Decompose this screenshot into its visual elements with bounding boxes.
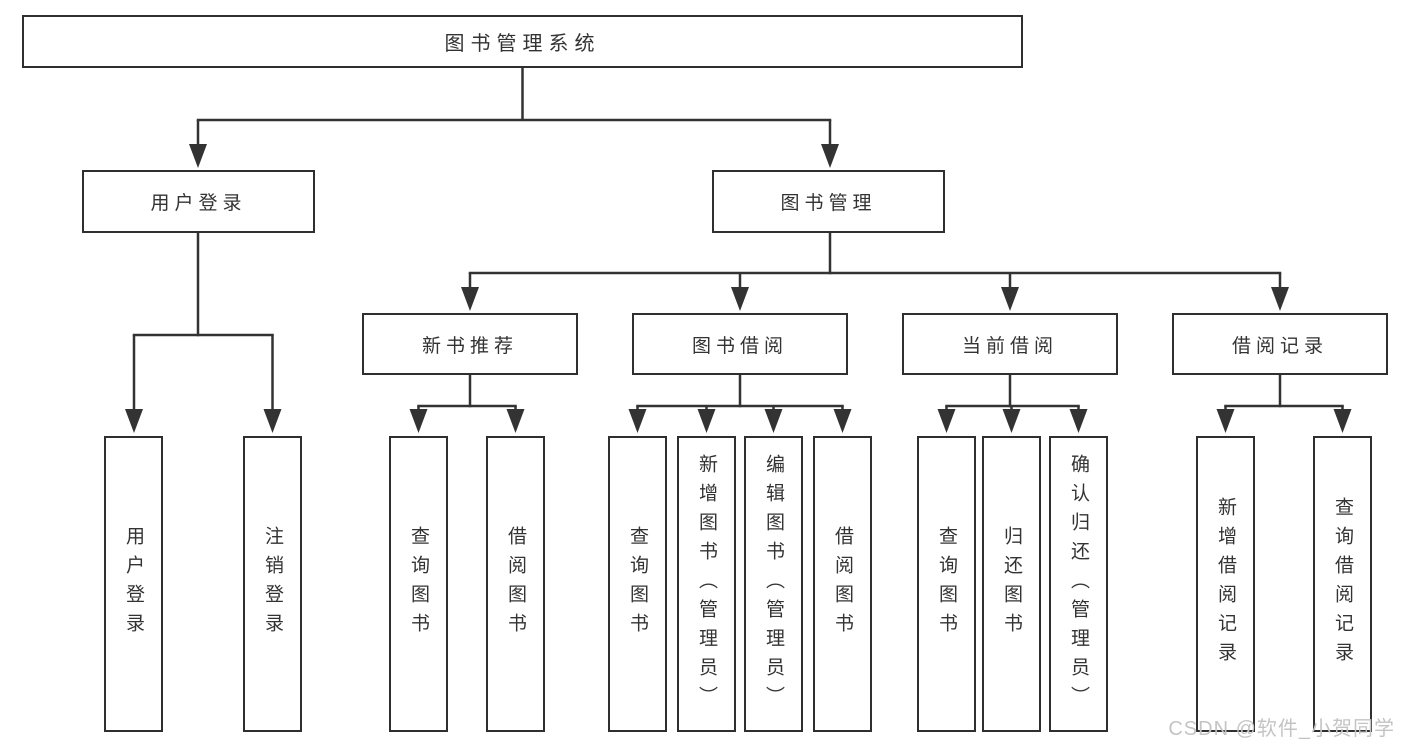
node-label: 新增借阅记录 — [1215, 497, 1236, 671]
leaf-query-books-newbook: 查询图书 — [389, 436, 448, 732]
node-label: 注销登录 — [262, 526, 283, 642]
csdn-watermark: CSDN @软件_小贺同学 — [1168, 718, 1395, 740]
leaf-logout: 注销登录 — [243, 436, 302, 732]
leaf-edit-book-admin: 编辑图书（管理员） — [744, 436, 803, 732]
leaf-add-borrow-record: 新增借阅记录 — [1196, 436, 1255, 732]
arrowhead — [189, 144, 207, 168]
leaf-query-borrow-record: 查询借阅记录 — [1313, 436, 1372, 732]
arrowhead — [821, 144, 839, 168]
leaf-confirm-return-admin: 确认归还（管理员） — [1049, 436, 1108, 732]
node-label: 当前借阅 — [961, 335, 1058, 357]
arrowhead — [833, 409, 852, 433]
node-borrow-records: 借阅记录 — [1172, 313, 1388, 375]
node-label: 查询图书 — [408, 526, 429, 642]
arrowhead — [263, 409, 282, 433]
leaf-user-login: 用户登录 — [104, 436, 163, 732]
node-label: 借阅图书 — [832, 526, 853, 642]
node-label: 确认归还（管理员） — [1068, 453, 1089, 715]
arrowhead — [1002, 409, 1021, 433]
node-book-management: 图书管理 — [712, 170, 945, 233]
arrowhead — [1216, 409, 1235, 433]
leaf-borrow-books-borrow: 借阅图书 — [813, 436, 872, 732]
arrowhead — [1069, 409, 1088, 433]
node-label: 用户登录 — [123, 526, 144, 642]
node-label: 用户登录 — [150, 193, 247, 214]
node-label: 查询图书 — [627, 526, 648, 642]
leaf-query-books-current: 查询图书 — [917, 436, 976, 732]
arrowhead — [697, 409, 716, 433]
arrowhead — [1271, 287, 1289, 311]
node-user-login: 用户登录 — [82, 170, 315, 233]
connector-arrowheads — [125, 144, 1352, 433]
node-label: 编辑图书（管理员） — [763, 453, 784, 715]
leaf-query-books-borrow: 查询图书 — [608, 436, 667, 732]
node-label: 查询借阅记录 — [1332, 497, 1353, 671]
node-root: 图书管理系统 — [22, 15, 1023, 68]
arrowhead — [409, 409, 428, 433]
leaf-add-book-admin: 新增图书（管理员） — [677, 436, 736, 732]
node-label: 图书管理系统 — [444, 33, 601, 55]
node-new-book-recommend: 新书推荐 — [362, 313, 578, 375]
node-current-borrow: 当前借阅 — [902, 313, 1118, 375]
node-label: 借阅图书 — [505, 526, 526, 642]
leaf-return-book: 归还图书 — [982, 436, 1041, 732]
arrowhead — [937, 409, 956, 433]
node-label: 查询图书 — [936, 526, 957, 642]
leaf-borrow-books-newbook: 借阅图书 — [486, 436, 545, 732]
node-label: 归还图书 — [1001, 526, 1022, 642]
arrowhead — [628, 409, 647, 433]
arrowhead — [764, 409, 783, 433]
arrowhead — [461, 287, 479, 311]
node-book-borrow: 图书借阅 — [632, 313, 848, 375]
arrowhead — [506, 409, 525, 433]
arrowhead — [1001, 287, 1019, 311]
node-label: 新增图书（管理员） — [696, 453, 717, 715]
node-label: 图书借阅 — [691, 335, 788, 357]
node-label: 图书管理 — [780, 193, 877, 214]
arrowhead — [125, 409, 143, 433]
arrowhead — [1333, 409, 1352, 433]
node-label: 新书推荐 — [421, 335, 518, 357]
arrowhead — [731, 287, 749, 311]
node-label: 借阅记录 — [1231, 335, 1328, 357]
